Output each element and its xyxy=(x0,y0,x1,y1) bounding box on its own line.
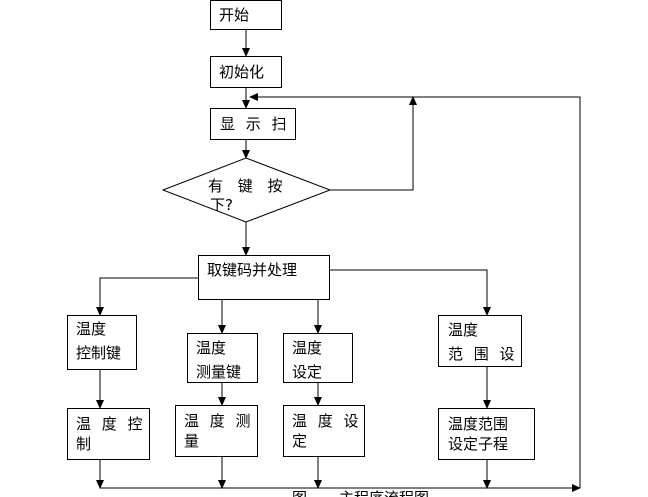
start-box: 开始 xyxy=(210,0,282,30)
figure-caption: 图 主程序流程图 xyxy=(0,488,648,497)
arrow-getkey-to-key-range xyxy=(330,269,491,316)
init-label: 初始化 xyxy=(219,63,265,81)
key-control-line-2: 控制键 xyxy=(76,344,122,362)
caption-figure-label: 图 xyxy=(292,489,307,497)
start-label: 开始 xyxy=(219,6,250,24)
sub-range-line-2: 设定子程 xyxy=(448,435,509,453)
sub-range-box: 温度范围 设定子程 xyxy=(438,408,535,460)
caption-title: 主程序流程图 xyxy=(339,489,429,497)
sub-control-box: 温 度 控 制 xyxy=(67,408,150,460)
key-range-line-2: 范 围 设 xyxy=(448,345,515,363)
display-scan-box: 显 示 扫 xyxy=(210,108,296,140)
sub-measure-line-1: 温 度 测 xyxy=(184,412,251,430)
init-box: 初始化 xyxy=(210,56,282,88)
get-key-box: 取键码并处理 xyxy=(198,255,330,300)
key-measure-box: 温度 测量键 xyxy=(187,333,258,383)
sub-setting-line-2: 定 xyxy=(292,432,308,450)
sub-setting-line-1: 温 度 设 xyxy=(292,412,359,430)
key-measure-line-1: 温度 xyxy=(196,339,227,357)
key-setting-line-2: 设定 xyxy=(292,363,323,381)
key-control-box: 温度 控制键 xyxy=(67,315,137,370)
sub-control-line-1: 温 度 控 xyxy=(76,415,143,433)
display-scan-label: 显 示 扫 xyxy=(220,115,287,133)
sub-setting-box: 温 度 设 定 xyxy=(283,405,365,457)
sub-measure-line-2: 量 xyxy=(184,432,200,450)
key-measure-line-2: 测量键 xyxy=(196,363,242,381)
return-loop-line xyxy=(249,93,581,488)
key-setting-line-1: 温度 xyxy=(292,339,323,357)
get-key-label: 取键码并处理 xyxy=(207,261,298,279)
decision-line-1: 有 键 按 xyxy=(208,177,283,195)
sub-measure-box: 温 度 测 量 xyxy=(175,405,258,457)
sub-range-line-1: 温度范围 xyxy=(448,415,509,433)
arrow-decision-loop-back xyxy=(330,96,417,191)
key-control-line-1: 温度 xyxy=(76,320,107,338)
key-range-box: 温度 范 围 设 xyxy=(438,315,522,367)
arrow-getkey-to-key-control xyxy=(96,277,198,316)
decision-line-2: 下? xyxy=(210,196,233,214)
sub-control-line-2: 制 xyxy=(76,435,92,453)
decision-text: 有 键 按 下? xyxy=(163,158,330,222)
key-setting-box: 温度 设定 xyxy=(283,333,353,383)
decision-diamond xyxy=(161,157,332,223)
key-range-line-1: 温度 xyxy=(448,321,479,339)
